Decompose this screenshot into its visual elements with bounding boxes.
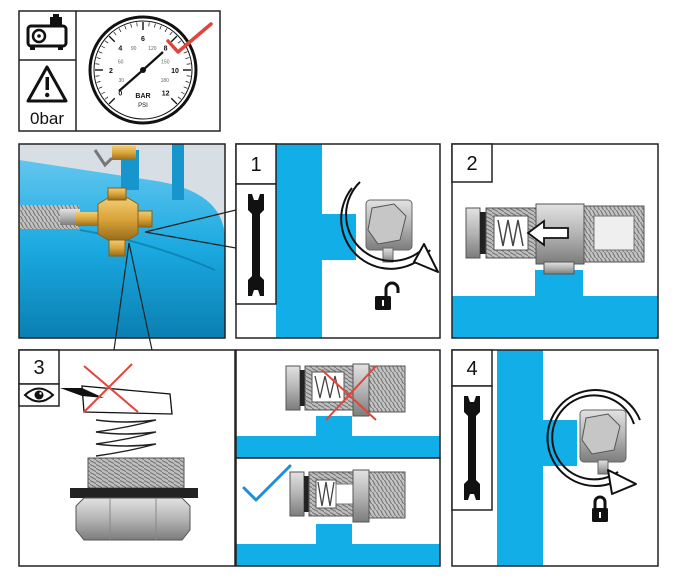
gauge-tick	[170, 97, 178, 105]
gauge-tick	[108, 35, 116, 43]
gauge-tick	[164, 28, 168, 33]
rotation-arrow-icon	[340, 181, 439, 273]
gauge-tick	[98, 51, 103, 54]
gauge-needle	[142, 51, 164, 71]
gauge-tick	[148, 22, 150, 27]
step-number: 2	[466, 153, 477, 175]
gauge-tick	[185, 81, 190, 83]
step-3-panel: 3	[18, 349, 236, 567]
unlock-icon	[375, 281, 400, 310]
tank-photo-panel	[18, 143, 226, 339]
check-icon	[166, 22, 213, 54]
gauge-psi-label: 60	[118, 59, 124, 65]
warning-icon	[26, 65, 68, 103]
arrow-icon	[526, 219, 569, 247]
spring	[95, 419, 157, 457]
rotation-arrow-icon	[546, 388, 641, 495]
cross-icon	[83, 363, 139, 413]
gauge-tick	[98, 86, 103, 89]
gauge-bar-label: 6	[141, 36, 145, 43]
gauge-psi-label: 180	[161, 78, 170, 84]
brass-valve	[76, 187, 153, 257]
gauge-tick	[154, 23, 156, 28]
threaded-body	[87, 457, 185, 489]
step-number: 4	[466, 358, 477, 380]
gauge-psi-label: 30	[118, 78, 124, 84]
compressor-icon	[26, 14, 68, 50]
header-panel: 0bar 0 2 4 6 8 10 12 30 60 90 120 150 180 BAR PSI	[18, 10, 221, 132]
gauge-psi-scale: 30 60 90 120 150 180	[118, 46, 170, 84]
gauge-psi-label: 120	[148, 46, 157, 52]
gauge-psi-label: 90	[131, 46, 137, 52]
step-number: 1	[250, 154, 261, 176]
gauge-tick	[113, 31, 117, 36]
gauge-tick	[101, 91, 106, 95]
wrench-icon	[248, 194, 264, 296]
gauge-tick	[159, 25, 162, 30]
wrench-icon	[464, 396, 480, 500]
gauge-psi-label: 150	[161, 59, 170, 65]
valve-nut	[365, 199, 413, 263]
gauge-tick	[104, 40, 109, 44]
gauge-tick	[124, 25, 127, 30]
gauge-tick	[118, 28, 122, 33]
gauge-bar-label: 4	[118, 45, 122, 52]
valve-cross-section	[465, 203, 645, 275]
gauge-bar-scale: 0 2 4 6 8 10 12	[109, 36, 179, 98]
gauge-tick	[185, 57, 190, 59]
step-number: 3	[33, 357, 44, 379]
pressure-gauge-icon: 0 2 4 6 8 10 12 30 60 90 120 150 180 BAR PSI	[88, 15, 198, 125]
gauge-tick	[186, 75, 191, 77]
gauge-bar-label: 12	[162, 91, 170, 98]
step-1-panel: 1	[235, 143, 441, 339]
gauge-tick	[130, 23, 132, 28]
gauge-tick	[180, 91, 185, 95]
gauge-tick	[183, 86, 188, 89]
gauge-tick	[108, 97, 116, 105]
gauge-tick	[96, 57, 101, 59]
gauge-tick	[177, 40, 182, 44]
gauge-tick	[183, 51, 188, 54]
gauge-unit-bar: BAR	[135, 93, 150, 100]
gauge-tick	[177, 96, 182, 100]
gauge-tick	[186, 63, 191, 65]
eye-icon	[23, 387, 55, 403]
lock-icon	[592, 495, 608, 522]
wrong-panel	[235, 349, 441, 459]
hex-nut	[75, 497, 191, 541]
valve-nut	[579, 409, 627, 475]
gauge-tick	[169, 31, 173, 36]
gauge-tick	[96, 81, 101, 83]
gauge-tick	[104, 96, 109, 100]
step-2-panel: 2	[451, 143, 659, 339]
gauge-tick	[95, 75, 100, 77]
check-icon	[242, 464, 292, 502]
gauge-tick	[136, 22, 138, 27]
pressure-label: 0bar	[30, 109, 64, 128]
gauge-bar-label: 8	[164, 45, 168, 52]
gauge-tick	[101, 45, 106, 49]
gauge-bar-label: 0	[118, 91, 122, 98]
valve-disc	[81, 385, 173, 415]
zoom-callout	[113, 209, 237, 351]
right-panel	[235, 457, 441, 567]
gauge-unit-psi: PSI	[138, 103, 148, 109]
step-4-panel: 4	[451, 349, 659, 567]
gauge-tick	[170, 35, 178, 43]
gauge-bar-label: 2	[109, 68, 113, 75]
gauge-tick	[95, 63, 100, 65]
gauge-bar-label: 10	[171, 68, 179, 75]
